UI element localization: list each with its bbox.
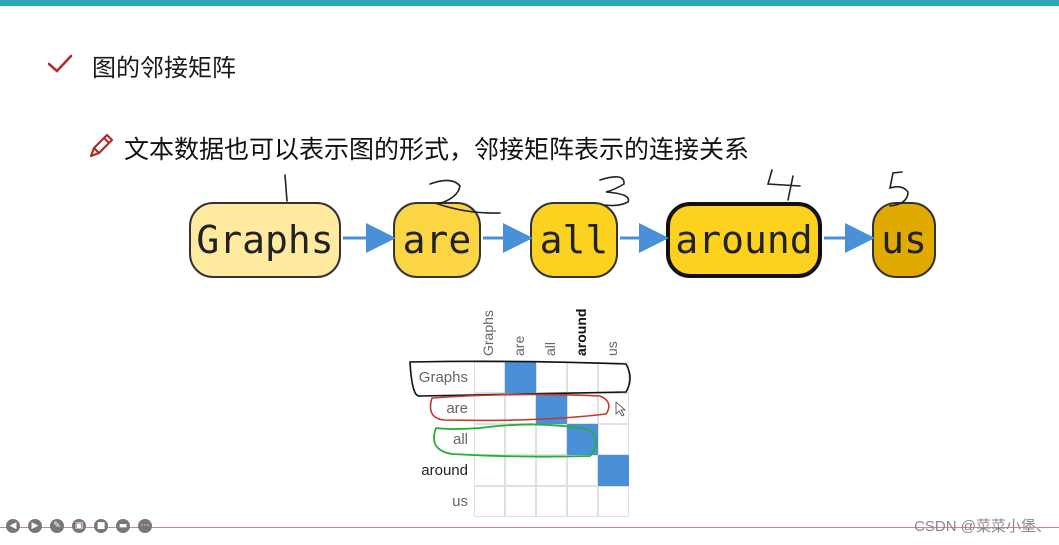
matrix-cell [567,424,598,455]
matrix-cell [536,362,567,393]
matrix-cell [505,362,536,393]
slide-title: 图的邻接矩阵 [92,54,236,82]
matrix-cell [474,424,505,455]
pencil-icon [86,131,116,165]
check-icon [46,53,74,79]
matrix-col-label: all [542,341,558,356]
matrix-cell [567,393,598,424]
node-all: all [530,202,618,278]
camera-icon[interactable]: ■ [94,519,108,533]
next-icon[interactable]: ▶ [28,519,42,533]
watermark: CSDN @菜菜小堡、 [914,518,1051,535]
matrix-row-label: Graphs [418,369,468,386]
matrix-cell [567,455,598,486]
matrix-row-label: around [421,462,468,479]
matrix-cell [536,424,567,455]
matrix-cell [536,393,567,424]
matrix-row-label: us [452,493,468,510]
matrix-cell [474,486,505,517]
screen-icon[interactable]: ▣ [72,519,86,533]
matrix-cell [598,362,629,393]
bottom-divider [0,527,1059,528]
matrix-cell [505,393,536,424]
matrix-col-label: Graphs [480,310,496,356]
matrix-col-label: around [573,308,589,356]
matrix-cell [567,362,598,393]
matrix-cell [598,455,629,486]
prev-icon[interactable]: ◀ [6,519,20,533]
presentation-toolbar: ◀ ▶ ✎ ▣ ■ ▬ ⋯ [6,519,152,533]
matrix-cell [505,424,536,455]
matrix-cell [505,455,536,486]
matrix-cell [598,424,629,455]
more-icon[interactable]: ⋯ [138,519,152,533]
matrix-cell [474,362,505,393]
comment-icon[interactable]: ▬ [116,519,130,533]
subtitle-row: 文本数据也可以表示图的形式，邻接矩阵表示的连接关系 [86,130,749,166]
node-graphs: Graphs [189,202,341,278]
top-accent-bar [0,0,1059,6]
matrix-cell [598,486,629,517]
matrix-cell [536,455,567,486]
node-around: around [666,202,822,278]
matrix-cell [505,486,536,517]
matrix-col-label: us [604,341,620,356]
matrix-cell [567,486,598,517]
pen-icon[interactable]: ✎ [50,519,64,533]
title-row: 图的邻接矩阵 [46,48,236,83]
matrix-cell [598,393,629,424]
matrix-cell [474,393,505,424]
matrix-cell [474,455,505,486]
matrix-row-label: are [446,400,468,417]
matrix-row-label: all [452,431,468,448]
slide-subtitle: 文本数据也可以表示图的形式，邻接矩阵表示的连接关系 [124,135,750,164]
matrix-cell [536,486,567,517]
node-us: us [872,202,936,278]
matrix-col-label: are [511,335,527,356]
